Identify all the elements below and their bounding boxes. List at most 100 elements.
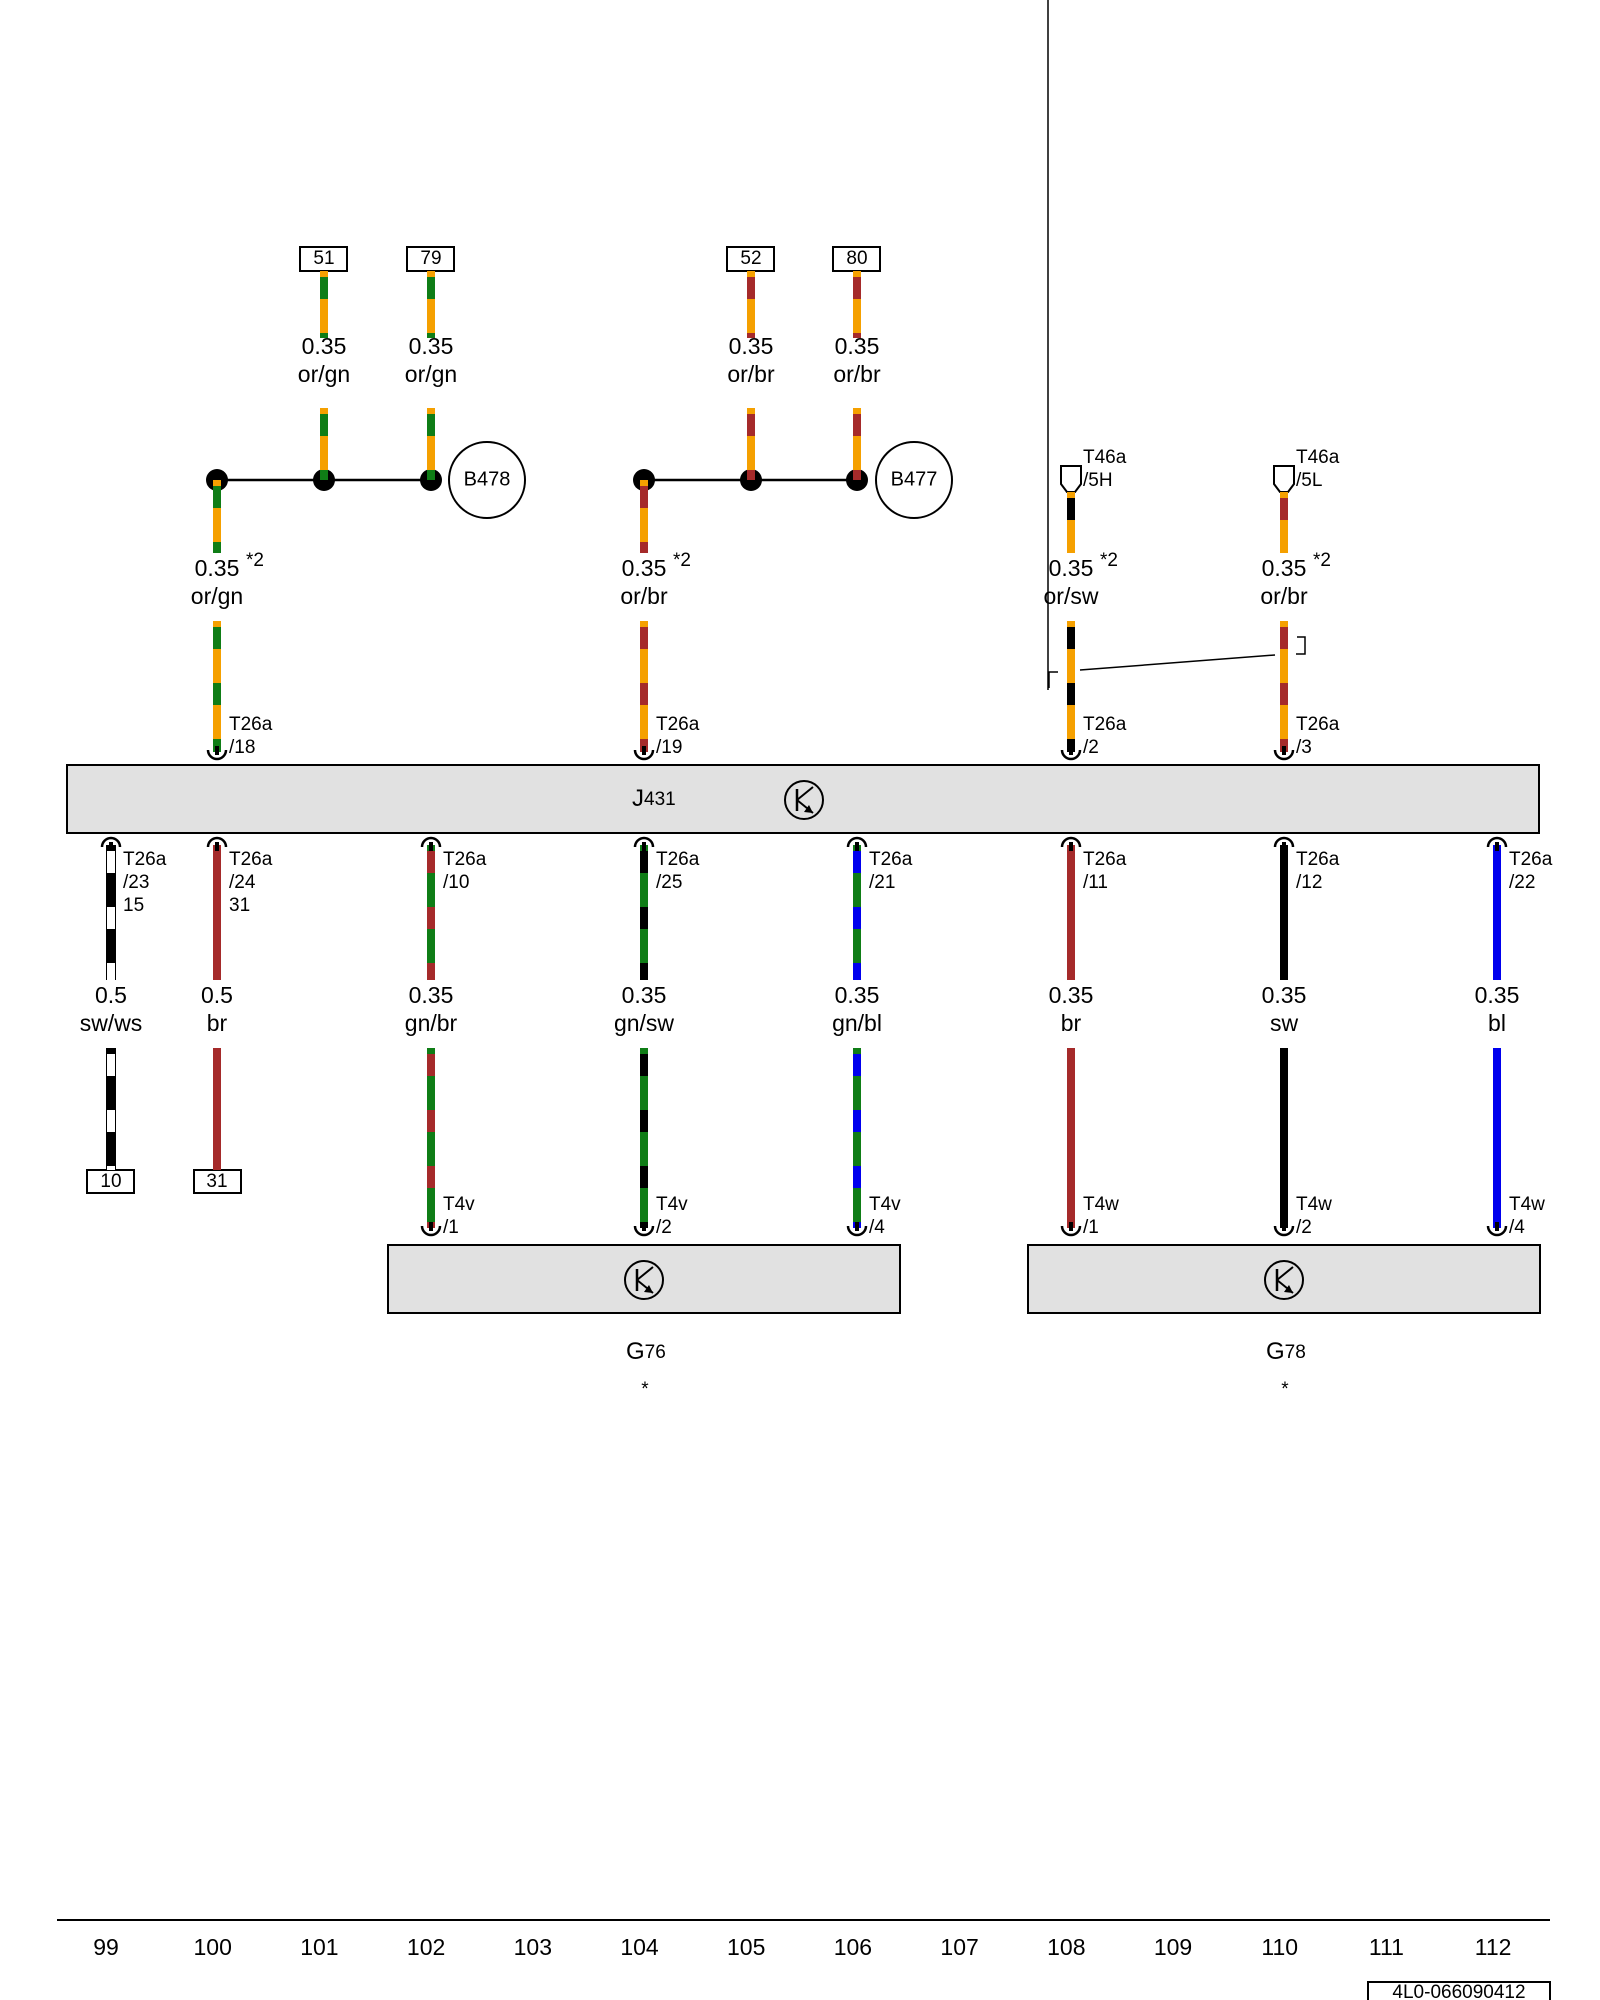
connector-pin: /19 bbox=[656, 737, 682, 758]
dest-connector-pin: /2 bbox=[1296, 1217, 1312, 1238]
pin-icon bbox=[420, 836, 442, 851]
column-number: 106 bbox=[834, 1934, 872, 1960]
wire-output-upper bbox=[106, 845, 116, 980]
ref-box-label: 10 bbox=[100, 1171, 121, 1192]
module-note-g78: * bbox=[1281, 1379, 1289, 1400]
output-spec-10: T26a /10 0.35 gn/br T4v /1 bbox=[405, 849, 487, 1238]
wire-size: 0.35 bbox=[1049, 982, 1094, 1008]
wire-color: sw bbox=[1270, 1010, 1299, 1036]
connector-pin: /10 bbox=[443, 872, 469, 893]
connector-pin: /2 bbox=[1083, 737, 1099, 758]
connector-label: T26a bbox=[1083, 849, 1127, 870]
ref-box-label: 79 bbox=[420, 248, 441, 269]
dest-connector-label: T4v bbox=[869, 1194, 901, 1215]
doc-id-box bbox=[1367, 1981, 1551, 2000]
output-spec-12: T26a /12 0.35 sw T4w /2 bbox=[1262, 849, 1340, 1238]
module-label-j431-sub: 431 bbox=[644, 789, 676, 810]
pin-icon bbox=[1273, 1222, 1295, 1237]
wire-color: or/gn bbox=[298, 361, 350, 387]
column-number: 108 bbox=[1047, 1934, 1085, 1960]
dest-connector-pin: /4 bbox=[1509, 1217, 1525, 1238]
transistor-icon-g78 bbox=[1264, 1260, 1304, 1300]
connector-pin: /22 bbox=[1509, 872, 1535, 893]
wire-color: or/br bbox=[833, 361, 881, 387]
connector-label: T26a bbox=[1296, 849, 1340, 870]
wire-color: br bbox=[207, 1010, 228, 1036]
output-spec-21: T26a /21 0.35 gn/bl T4v /4 bbox=[832, 849, 913, 1238]
wire-note: *2 bbox=[246, 550, 264, 571]
wire-size: 0.35 bbox=[835, 982, 880, 1008]
sensor-module-g76 bbox=[387, 1244, 901, 1314]
ref-box-label: 31 bbox=[206, 1171, 227, 1192]
wire-size: 0.5 bbox=[95, 982, 127, 1008]
column-number: 110 bbox=[1261, 1934, 1298, 1960]
wire-note: *2 bbox=[1313, 550, 1331, 571]
pin-icon bbox=[420, 1222, 442, 1237]
wire-color: or/sw bbox=[1044, 583, 1099, 609]
pin-icon bbox=[633, 1222, 655, 1237]
source-connector-icon bbox=[1273, 465, 1295, 493]
splice-circle-b477 bbox=[875, 441, 953, 519]
source-connector-pin: /5L bbox=[1296, 470, 1322, 491]
wire-size: 0.5 bbox=[201, 982, 233, 1008]
module-label-g78: G78 bbox=[1266, 1338, 1306, 1365]
dest-connector-pin: /2 bbox=[656, 1217, 672, 1238]
column-number: 100 bbox=[194, 1934, 232, 1960]
pin-icon bbox=[206, 746, 228, 761]
connector-label: T26a bbox=[1083, 714, 1127, 735]
source-connector-pin: /5H bbox=[1083, 470, 1113, 491]
dest-connector-label: T4v bbox=[443, 1194, 475, 1215]
output-spec-24: T26a /24 31 0.5 br 31 bbox=[193, 849, 273, 1194]
module-note-g76: * bbox=[641, 1379, 649, 1400]
column-number: 102 bbox=[407, 1934, 445, 1960]
dest-connector-pin: /1 bbox=[443, 1217, 459, 1238]
pin-layer bbox=[100, 746, 1508, 1237]
splice-label-b478: B478 bbox=[464, 468, 511, 490]
wire-size: 0.35 bbox=[1475, 982, 1520, 1008]
connector-label: T26a bbox=[229, 714, 273, 735]
module-label-g76: G76 bbox=[626, 1338, 666, 1365]
wire-output-lower bbox=[106, 1048, 116, 1170]
wire-size: 0.35 bbox=[409, 982, 454, 1008]
source-connector-icon bbox=[1060, 465, 1082, 493]
wire-size: 0.35 bbox=[622, 555, 667, 581]
wire-color: or/br bbox=[727, 361, 775, 387]
pin-icon bbox=[206, 836, 228, 851]
connector-label: T26a bbox=[1296, 714, 1340, 735]
input-spec-2: T46a /5H 0.35 *2 or/sw T26a /2 bbox=[1044, 447, 1127, 758]
pin-icon bbox=[1273, 836, 1295, 851]
top-ref-52: 52 0.35 or/br bbox=[726, 246, 775, 387]
pin-icon bbox=[846, 836, 868, 851]
column-number: 111 bbox=[1369, 1934, 1404, 1960]
pin-icon bbox=[100, 836, 122, 851]
splice-label-b477: B477 bbox=[891, 468, 938, 490]
wire-color: gn/bl bbox=[832, 1010, 882, 1036]
module-label-j431: J431 bbox=[632, 785, 676, 812]
wire-color: or/br bbox=[1260, 583, 1308, 609]
doc-id: 4L0-066090412 bbox=[1392, 1982, 1525, 2000]
pin-icon bbox=[1273, 746, 1295, 761]
source-connector-label: T46a bbox=[1083, 447, 1127, 468]
pin-icon bbox=[1486, 836, 1508, 851]
input-spec-3: T46a /5L 0.35 *2 or/br T26a /3 bbox=[1260, 447, 1339, 758]
sensor-module-g78 bbox=[1027, 1244, 1541, 1314]
input-spec-18: 0.35 *2 or/gn T26a /18 bbox=[191, 550, 273, 758]
connector-pin: /24 bbox=[229, 872, 256, 893]
wire-size: 0.35 bbox=[195, 555, 240, 581]
wire-size: 0.35 bbox=[1262, 982, 1307, 1008]
connector-label: T26a bbox=[869, 849, 913, 870]
column-number: 104 bbox=[620, 1934, 659, 1960]
splice-circle-b478 bbox=[448, 441, 526, 519]
connector-pin: /11 bbox=[1083, 872, 1108, 893]
column-number: 107 bbox=[940, 1934, 978, 1960]
wire-color: or/gn bbox=[191, 583, 243, 609]
wire-size: 0.35 bbox=[622, 982, 667, 1008]
dest-connector-label: T4w bbox=[1509, 1194, 1545, 1215]
connector-pin: /18 bbox=[229, 737, 255, 758]
transistor-icon-j431 bbox=[784, 780, 824, 820]
source-connector-label: T46a bbox=[1296, 447, 1340, 468]
column-number: 105 bbox=[727, 1934, 765, 1960]
pin-icon bbox=[633, 836, 655, 851]
wire-color: bl bbox=[1488, 1010, 1506, 1036]
